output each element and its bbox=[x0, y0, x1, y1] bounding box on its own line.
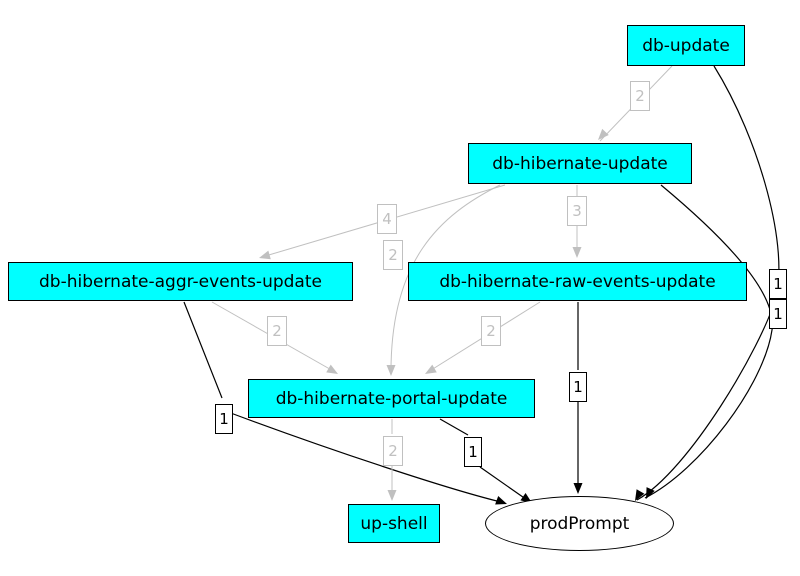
edge-label-text: 2 bbox=[635, 86, 645, 105]
edge-arrowhead bbox=[326, 364, 338, 374]
edge-label-text: 2 bbox=[388, 245, 398, 264]
node-label: db-hibernate-update bbox=[492, 153, 668, 174]
edge-label: 2 bbox=[481, 316, 501, 346]
edge-label: 2 bbox=[267, 316, 287, 346]
edge-arrowhead bbox=[573, 483, 583, 494]
node-label: prodPrompt bbox=[529, 513, 630, 534]
edge-label-text: 1 bbox=[773, 304, 783, 323]
node-label: up-shell bbox=[360, 513, 428, 534]
edge-label: 2 bbox=[630, 81, 650, 111]
edge-arrowhead bbox=[635, 489, 645, 501]
edge-label-text: 2 bbox=[486, 321, 496, 340]
edge-arrowhead bbox=[572, 247, 582, 258]
edge-label-text: 1 bbox=[219, 409, 229, 428]
node-db-hibernate-update[interactable]: db-hibernate-update bbox=[468, 143, 692, 184]
edge-label: 1 bbox=[215, 404, 233, 434]
node-up-shell[interactable]: up-shell bbox=[348, 504, 440, 543]
node-label: db-update bbox=[642, 35, 730, 56]
edge-path bbox=[183, 301, 506, 504]
node-db-hibernate-aggr-events-update[interactable]: db-hibernate-aggr-events-update bbox=[8, 262, 353, 301]
node-label: db-hibernate-raw-events-update bbox=[439, 271, 716, 292]
edge-arrowhead bbox=[425, 364, 437, 374]
edge-arrowhead bbox=[387, 490, 397, 501]
edge-label-text: 1 bbox=[468, 442, 478, 461]
edge-label: 2 bbox=[383, 436, 403, 466]
edge-label: 3 bbox=[567, 196, 587, 226]
edge-label: 4 bbox=[377, 204, 397, 234]
edge-label-text: 3 bbox=[572, 201, 582, 220]
node-label: db-hibernate-aggr-events-update bbox=[39, 271, 322, 292]
edge-label-text: 2 bbox=[388, 441, 398, 460]
node-prodPrompt[interactable]: prodPrompt bbox=[485, 496, 674, 551]
edge-label: 1 bbox=[769, 269, 787, 299]
edge-arrowhead bbox=[598, 128, 609, 140]
node-db-hibernate-portal-update[interactable]: db-hibernate-portal-update bbox=[248, 379, 535, 418]
node-label: db-hibernate-portal-update bbox=[275, 388, 508, 409]
edge-arrowhead bbox=[386, 365, 396, 376]
edge-arrowhead bbox=[259, 250, 271, 260]
edge-label-text: 4 bbox=[382, 209, 392, 228]
node-db-update[interactable]: db-update bbox=[627, 25, 745, 66]
edge-label: 2 bbox=[383, 240, 403, 270]
node-db-hibernate-raw-events-update[interactable]: db-hibernate-raw-events-update bbox=[408, 262, 747, 301]
edge-path bbox=[439, 418, 531, 503]
edge-label-text: 1 bbox=[773, 274, 783, 293]
edge-label: 1 bbox=[569, 372, 587, 402]
edge-label-text: 1 bbox=[573, 377, 583, 396]
edge-arrowhead bbox=[646, 487, 655, 499]
edge-label: 1 bbox=[769, 299, 787, 329]
edge-path bbox=[644, 184, 773, 499]
edge-label: 1 bbox=[464, 437, 482, 467]
edge-arrowhead bbox=[495, 496, 507, 505]
edge-path bbox=[390, 184, 501, 376]
edge-label-text: 2 bbox=[272, 321, 282, 340]
